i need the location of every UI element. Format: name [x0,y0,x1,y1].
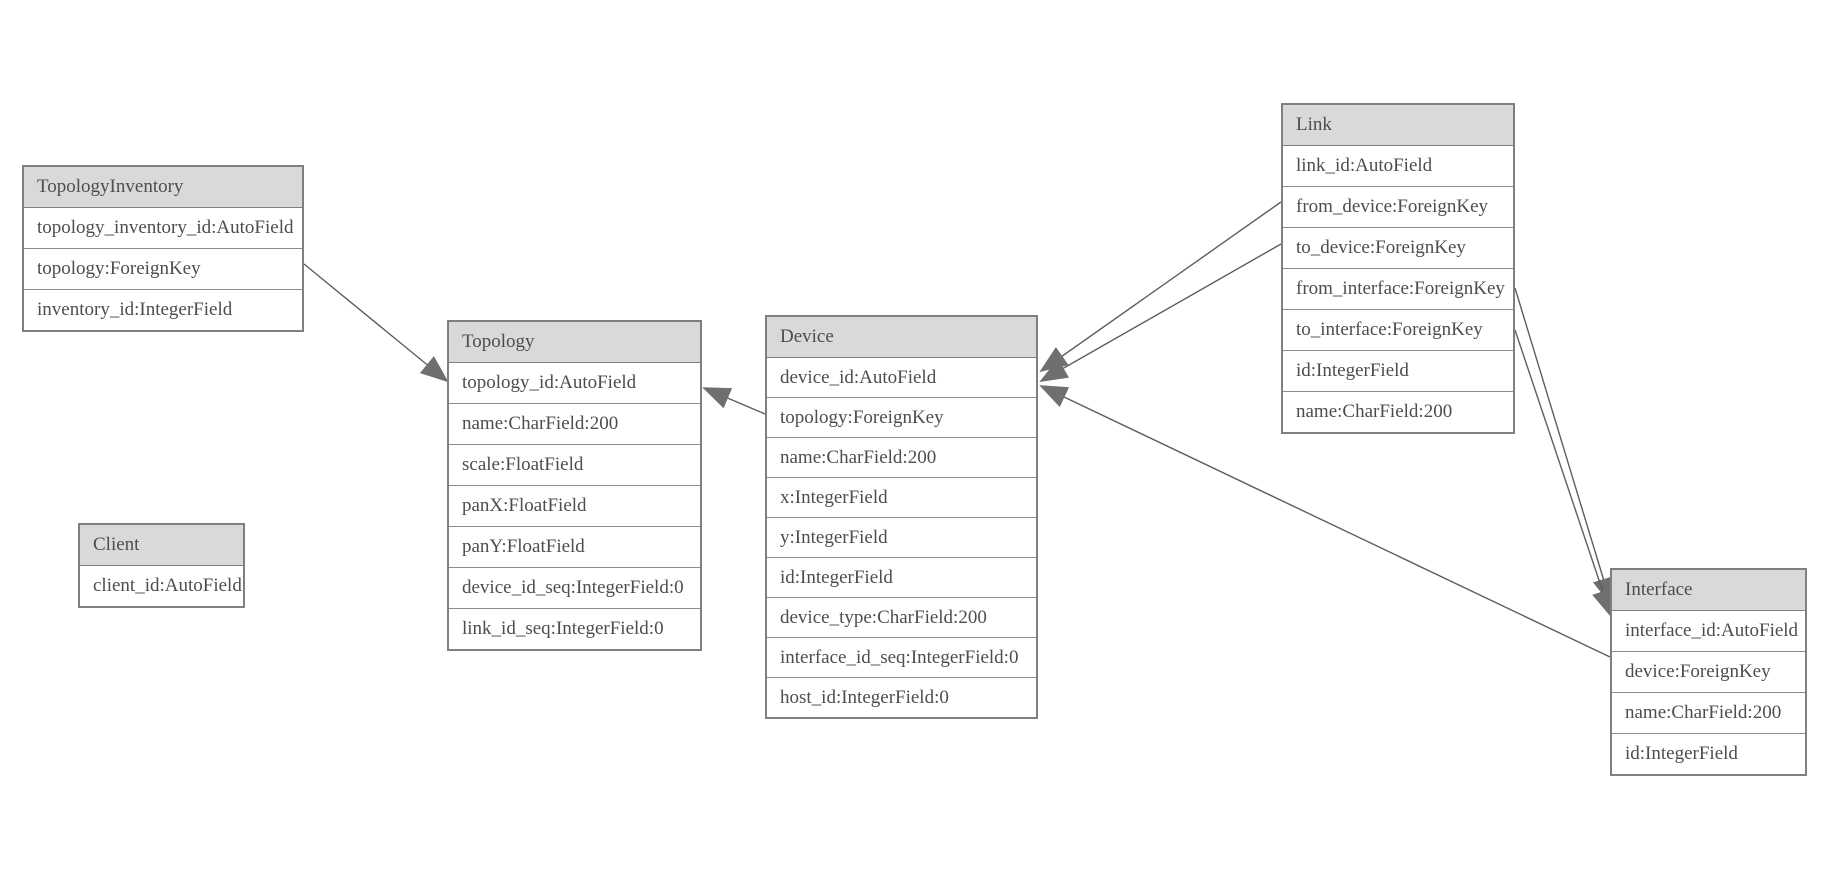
entity-field-row: from_device:ForeignKey [1283,186,1513,227]
entity-field-row: device_id:AutoField [767,358,1036,397]
entity-table-title: Topology [449,322,700,363]
entity-table-topology-inventory: TopologyInventory topology_inventory_id:… [22,165,304,332]
entity-field-row: name:CharField:200 [767,437,1036,477]
entity-field-row: interface_id_seq:IntegerField:0 [767,637,1036,677]
entity-field-row: topology:ForeignKey [24,248,302,289]
relation-line-link-to_device-to-device [1039,243,1282,382]
entity-field-row: id:IntegerField [1283,350,1513,391]
entity-field-row: topology:ForeignKey [767,397,1036,437]
entity-field-list: client_id:AutoField [80,566,243,606]
relation-line-link-from_interface-to-interface [1514,287,1614,606]
entity-field-row: from_interface:ForeignKey [1283,268,1513,309]
entity-field-row: device_type:CharField:200 [767,597,1036,637]
entity-field-row: link_id:AutoField [1283,146,1513,186]
entity-field-row: scale:FloatField [449,444,700,485]
entity-field-row: to_interface:ForeignKey [1283,309,1513,350]
entity-field-row: host_id:IntegerField:0 [767,677,1036,717]
entity-field-row: id:IntegerField [767,557,1036,597]
entity-field-row: inventory_id:IntegerField [24,289,302,330]
entity-table-title: Client [80,525,243,566]
entity-field-row: link_id_seq:IntegerField:0 [449,608,700,649]
entity-field-row: panY:FloatField [449,526,700,567]
relation-line-topologyinventory-topology-to-topology [303,263,449,383]
relation-line-device-topology-to-topology [702,387,766,415]
entity-field-row: interface_id:AutoField [1612,611,1805,651]
entity-field-row: name:CharField:200 [1283,391,1513,432]
entity-field-row: name:CharField:200 [1612,692,1805,733]
entity-field-row: id:IntegerField [1612,733,1805,774]
entity-field-row: device:ForeignKey [1612,651,1805,692]
relation-line-link-to_interface-to-interface [1514,329,1614,618]
entity-table-client: Client client_id:AutoField [78,523,245,608]
entity-field-row: to_device:ForeignKey [1283,227,1513,268]
entity-table-title: Interface [1612,570,1805,611]
entity-field-row: client_id:AutoField [80,566,243,606]
entity-field-row: panX:FloatField [449,485,700,526]
entity-table-title: Link [1283,105,1513,146]
entity-field-row: device_id_seq:IntegerField:0 [449,567,700,608]
entity-field-row: topology_id:AutoField [449,363,700,403]
entity-field-row: x:IntegerField [767,477,1036,517]
relation-line-link-from_device-to-device [1039,201,1282,373]
entity-field-row: y:IntegerField [767,517,1036,557]
entity-table-title: Device [767,317,1036,358]
entity-table-title: TopologyInventory [24,167,302,208]
entity-field-row: name:CharField:200 [449,403,700,444]
entity-field-row: topology_inventory_id:AutoField [24,208,302,248]
